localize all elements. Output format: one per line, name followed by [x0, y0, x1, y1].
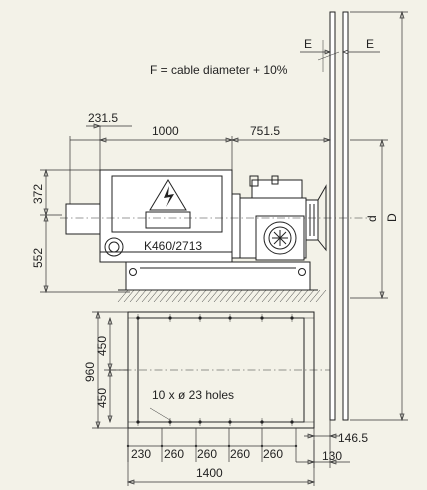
dim-upper-height: 372	[31, 184, 45, 204]
bolt-hole-mark	[228, 420, 232, 424]
top-dimensions: 231.5 1000 751.5	[69, 111, 332, 205]
hatch-line	[315, 289, 327, 303]
hatch-line	[231, 289, 243, 303]
cable-note: F = cable diameter + 10%	[150, 63, 288, 77]
D-label: D	[385, 213, 399, 222]
hatch-line	[183, 289, 195, 303]
bolt-hole-mark	[168, 316, 172, 320]
hatch-line	[201, 289, 213, 303]
bolt-hole-mark	[260, 420, 264, 424]
left-height-dimensions: 372 552	[31, 168, 130, 294]
bolt-hole-mark	[228, 316, 232, 320]
bolt-hole-mark	[168, 420, 172, 424]
dim-top-right: 751.5	[250, 124, 280, 138]
frame-offset-dimensions: 146.5 130	[296, 420, 368, 468]
hatch-line	[213, 289, 225, 303]
motor-assembly: K460/2713	[60, 169, 370, 291]
dim-frame-total: 960	[83, 362, 97, 382]
hatch-line	[285, 289, 297, 303]
hatch-line	[297, 289, 309, 303]
hatch-line	[129, 289, 141, 303]
spacing-dot	[260, 444, 264, 448]
hatch-line	[189, 289, 201, 303]
spacing-dot	[294, 444, 298, 448]
dim-frame-upper: 450	[95, 336, 109, 356]
e-right-label: E	[366, 37, 374, 51]
bolt-hole-mark	[260, 316, 264, 320]
hatch-line	[249, 289, 261, 303]
dim-top-mid: 1000	[152, 124, 179, 138]
hazard-warning-icon	[149, 179, 187, 211]
hatch-line	[123, 289, 135, 303]
spacing-dot	[194, 444, 198, 448]
hatch-line	[291, 289, 303, 303]
dim-overall-width: 1400	[196, 466, 223, 480]
spacing-dot	[227, 444, 231, 448]
hatch-line	[141, 289, 153, 303]
hatch-line	[135, 289, 147, 303]
hatch-line	[159, 289, 171, 303]
hatch-line	[243, 289, 255, 303]
hatch-line	[225, 289, 237, 303]
side-plate	[322, 11, 349, 421]
hatch-line	[237, 289, 249, 303]
hatch-line	[219, 289, 231, 303]
d-label: d	[365, 215, 379, 222]
hatch-line	[279, 289, 291, 303]
dim-spacing-1: 230	[131, 447, 151, 461]
hatch-line	[207, 289, 219, 303]
hatch-line	[195, 289, 207, 303]
bolt-hole-mark	[136, 316, 140, 320]
dim-lower-height: 552	[31, 248, 45, 268]
dim-spacing-5: 260	[263, 447, 283, 461]
hatch-line	[153, 289, 165, 303]
bolt-hole-mark	[198, 316, 202, 320]
frame-height-dimensions: 960 450 450	[83, 310, 128, 430]
bolt-hole-mark	[290, 420, 294, 424]
dim-bottom-right: 130	[322, 449, 342, 463]
hatch-line	[117, 289, 129, 303]
dim-top-left: 231.5	[88, 111, 118, 125]
e-left-label: E	[304, 37, 312, 51]
bolt-hole-mark	[136, 420, 140, 424]
holes-label: 10 x ø 23 holes	[152, 388, 234, 402]
bolt-hole-mark	[198, 420, 202, 424]
dim-spacing-3: 260	[197, 447, 217, 461]
dim-frame-lower: 450	[95, 388, 109, 408]
hatch-line	[273, 289, 285, 303]
hatch-line	[303, 289, 315, 303]
dim-spacing-2: 260	[164, 447, 184, 461]
hatch-line	[171, 289, 183, 303]
dim-spacing-4: 260	[230, 447, 250, 461]
spacing-dot	[160, 444, 164, 448]
hatch-line	[177, 289, 189, 303]
bolt-hole-mark	[290, 316, 294, 320]
model-label: K460/2713	[144, 239, 202, 253]
hatch-line	[309, 289, 321, 303]
foundation-frame: 10 x ø 23 holes	[108, 311, 330, 429]
ground-hatch	[117, 289, 327, 303]
spacing-dimensions: 230 260 260 260 260 1400	[126, 428, 316, 486]
diameter-dimensions: d D	[350, 10, 408, 422]
hatch-line	[267, 289, 279, 303]
hatch-line	[147, 289, 159, 303]
hatch-line	[255, 289, 267, 303]
hatch-line	[165, 289, 177, 303]
e-dimension: E E	[300, 37, 380, 55]
dim-right-offset: 146.5	[338, 431, 368, 445]
hatch-line	[261, 289, 273, 303]
spacing-dot	[126, 444, 130, 448]
